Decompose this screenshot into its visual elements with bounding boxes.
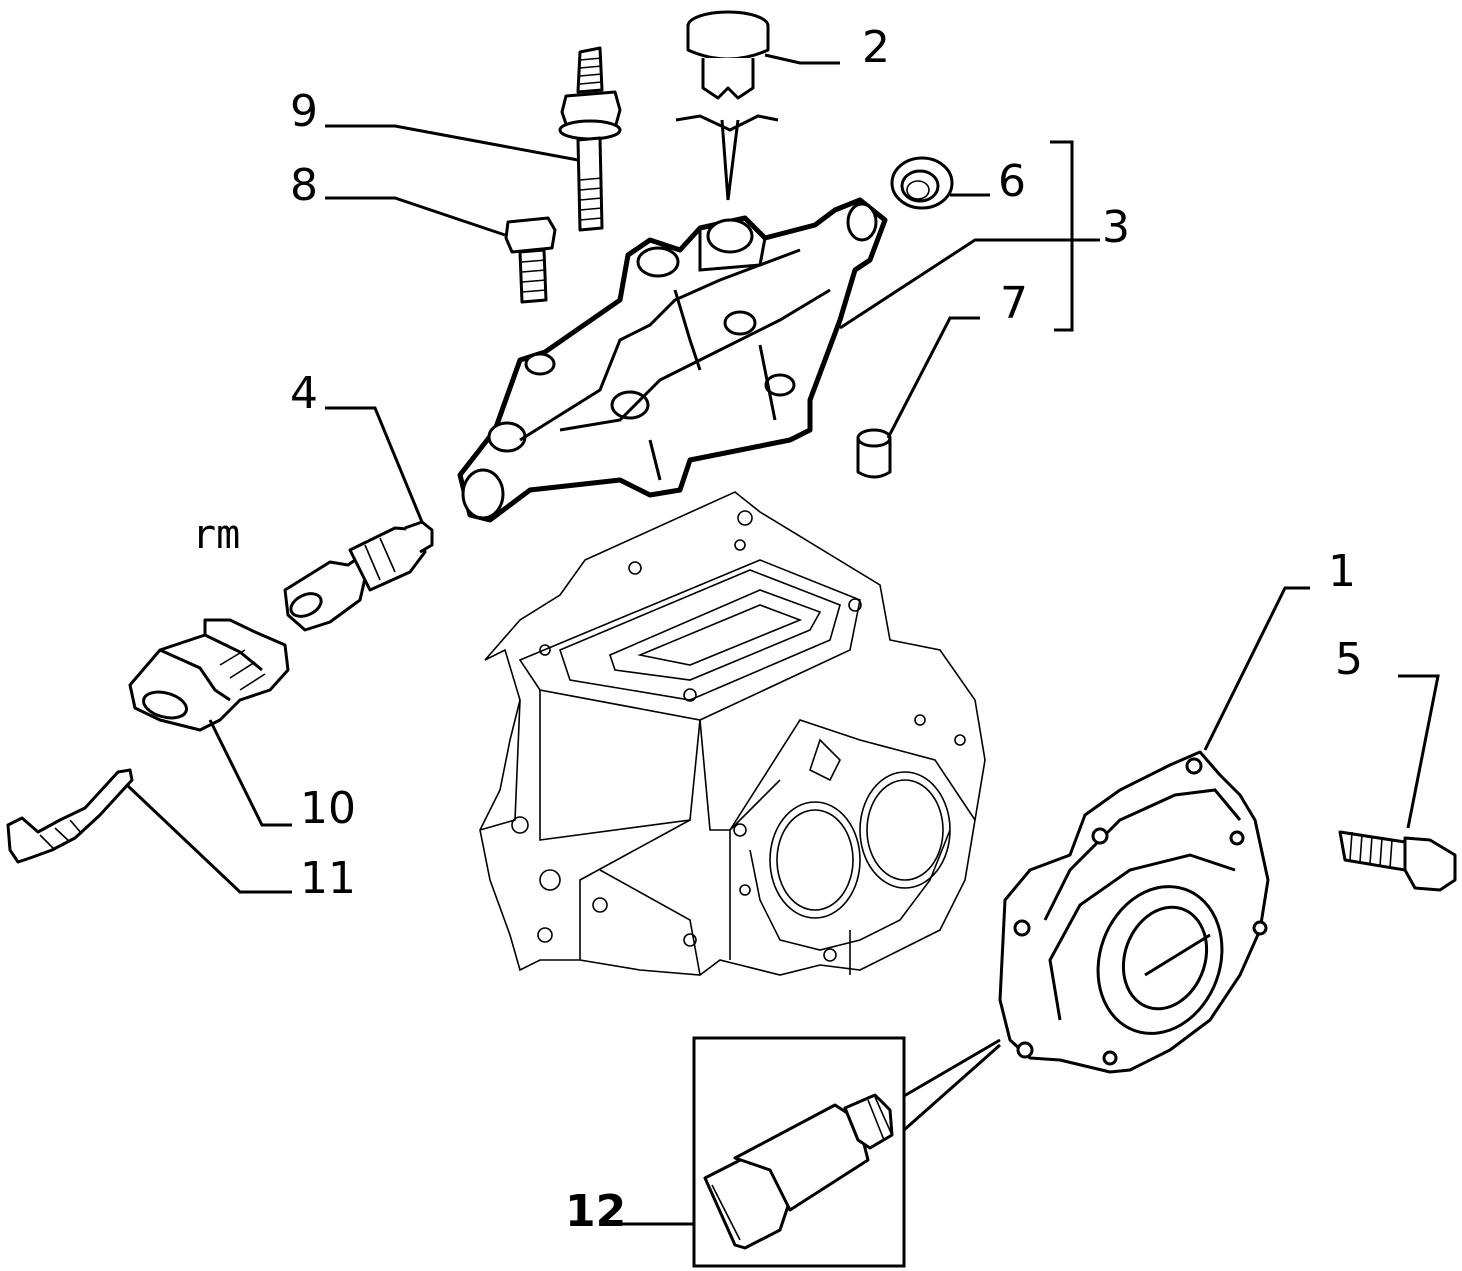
rm-label: rm	[192, 512, 240, 558]
stud-bolt-part-9	[558, 46, 622, 232]
gearbox-housing	[479, 491, 986, 976]
seal-ring-part-6	[890, 156, 954, 210]
callout-5: 5	[1335, 634, 1363, 685]
callout-6: 6	[998, 156, 1026, 207]
callout-labels: 1 2 3 4 5 6 7 8 9 10 11 12 rm	[192, 22, 1363, 1237]
cap-part-2	[675, 10, 779, 201]
side-cover-part-1	[998, 750, 1270, 1074]
callout-4: 4	[290, 368, 318, 419]
callout-9: 9	[290, 86, 318, 137]
callout-1: 1	[1328, 546, 1356, 597]
sealant-tube-part-12	[692, 1036, 906, 1268]
connector-part-10	[128, 618, 290, 732]
callout-12: 12	[565, 1186, 626, 1237]
sensor-part-4	[283, 520, 434, 632]
callout-2: 2	[862, 22, 890, 73]
top-cover-part-3	[457, 197, 888, 523]
terminal-part-11	[6, 768, 134, 864]
callout-8: 8	[290, 160, 318, 211]
bolt-part-8	[504, 216, 557, 304]
bushing-part-7	[856, 428, 892, 479]
callout-11: 11	[300, 853, 356, 904]
callout-3: 3	[1102, 202, 1130, 253]
callout-10: 10	[300, 783, 356, 834]
callout-7: 7	[1000, 278, 1028, 329]
bolt-part-5	[1338, 830, 1457, 892]
leader-lines	[126, 53, 1440, 1226]
